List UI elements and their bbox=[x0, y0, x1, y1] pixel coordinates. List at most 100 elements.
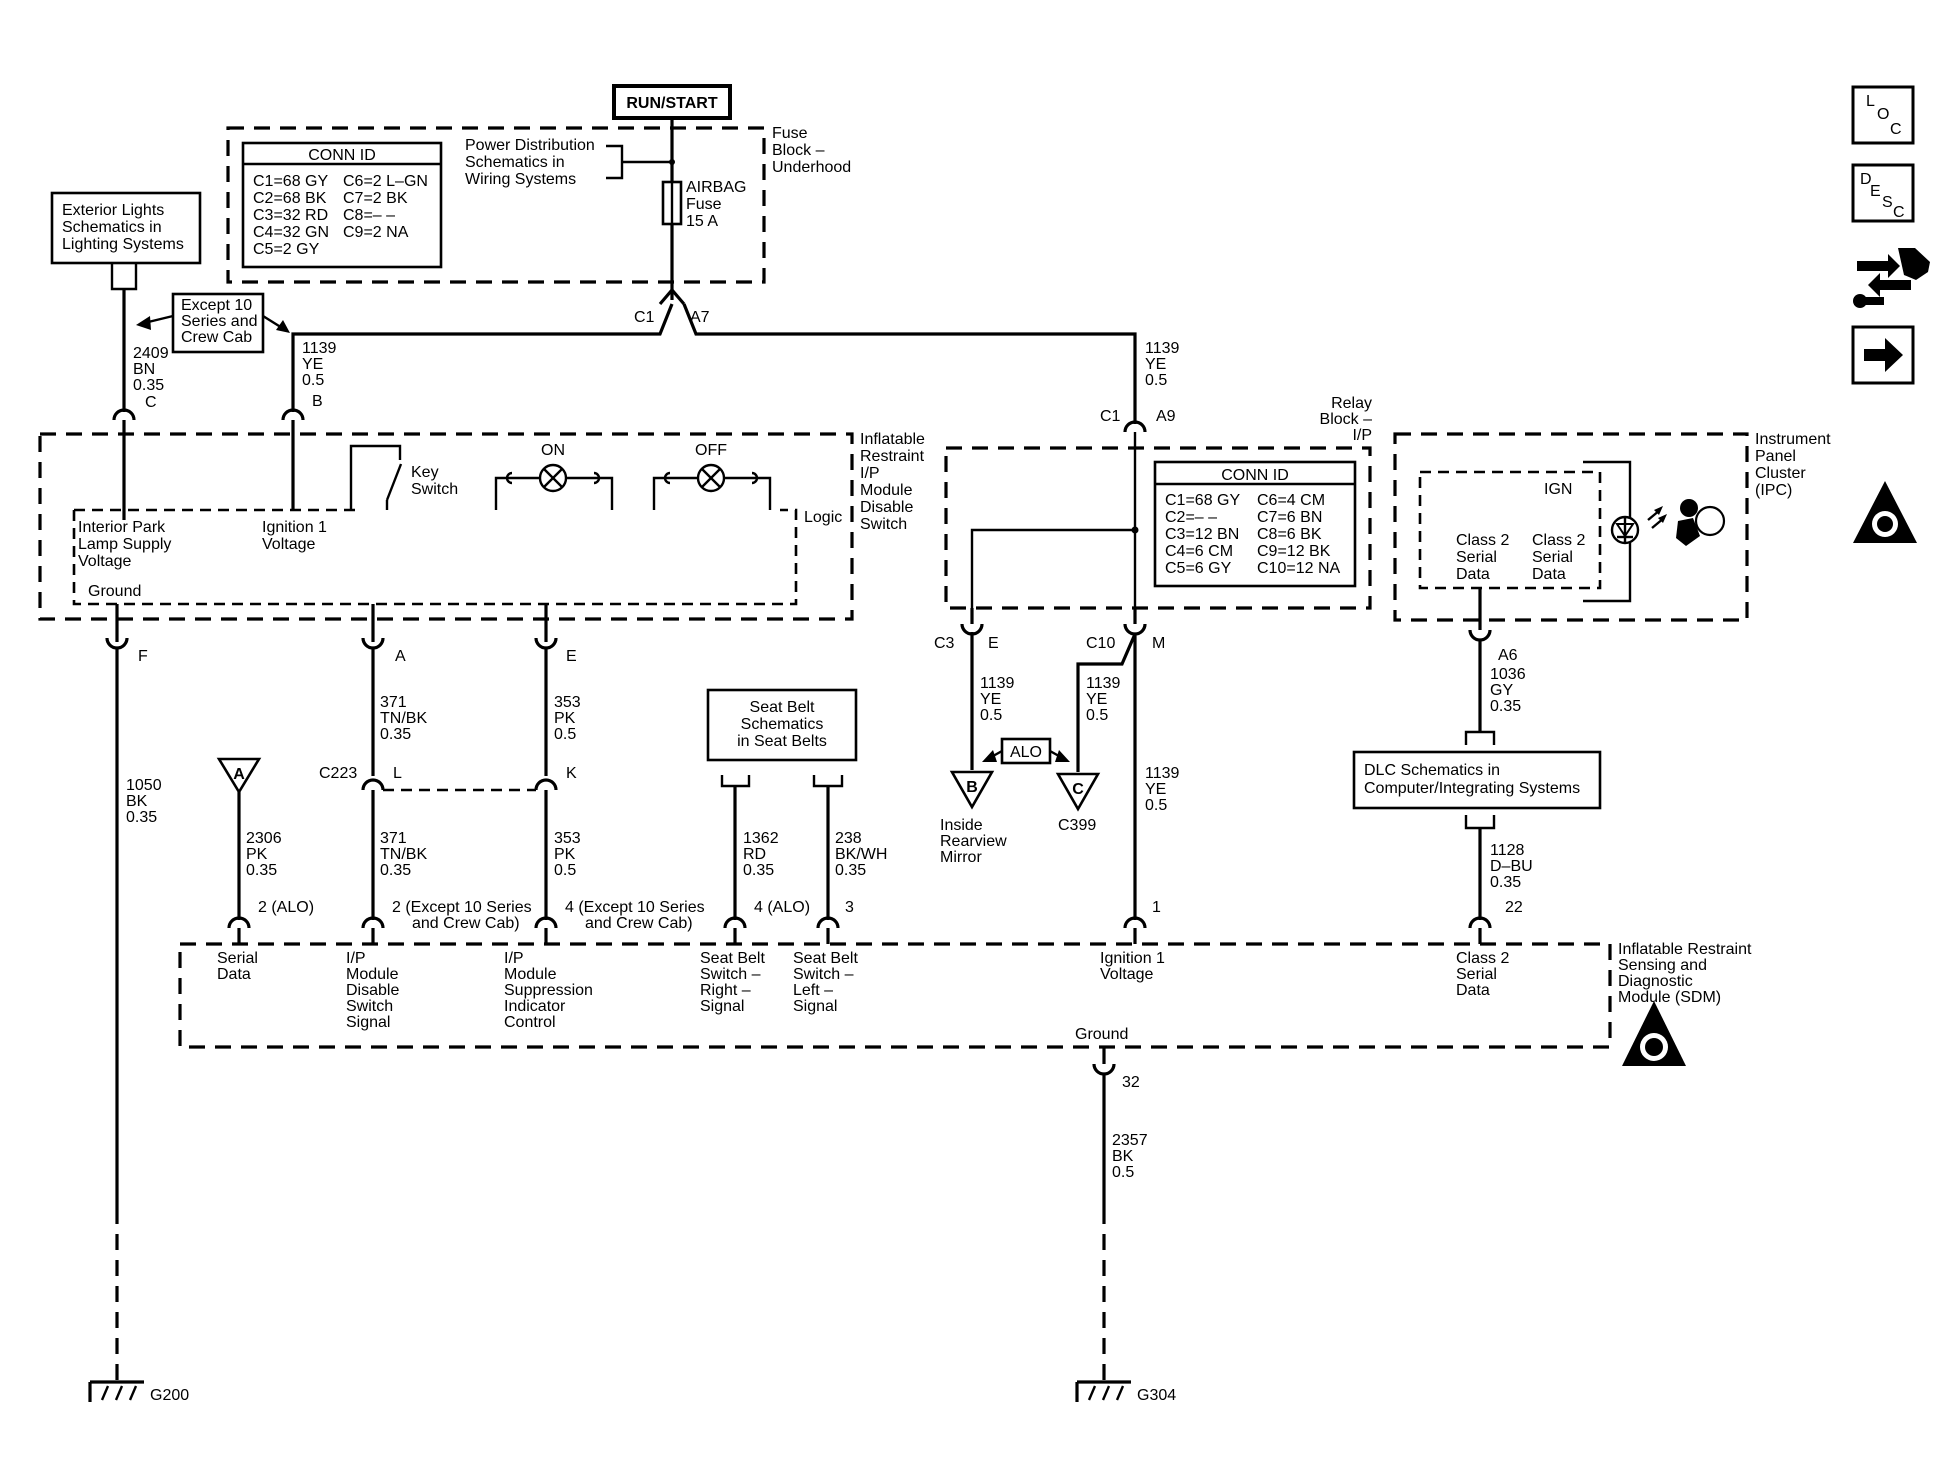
svg-text:PK: PK bbox=[554, 710, 576, 727]
loc-icon[interactable]: L O C bbox=[1851, 85, 1915, 145]
sdm-serial-data-label: Serial Data bbox=[217, 950, 258, 983]
airbag-warning-icon bbox=[1853, 481, 1917, 543]
svg-text:A: A bbox=[233, 766, 245, 783]
svg-text:Exterior Lights: Exterior Lights bbox=[62, 202, 164, 219]
wire-2357-label: 2357 BK 0.5 bbox=[1112, 1132, 1148, 1181]
svg-text:2 (Except 10 Series: 2 (Except 10 Series bbox=[392, 899, 532, 916]
svg-text:Voltage: Voltage bbox=[1100, 966, 1153, 983]
svg-text:1362: 1362 bbox=[743, 830, 779, 847]
wire-371-upper-label: 371 TN/BK 0.35 bbox=[380, 694, 427, 743]
svg-text:I/P: I/P bbox=[860, 465, 880, 482]
relay-block-conn-id-table: CONN ID C1=68 GY C6=4 CM C2=– – C7=6 BN … bbox=[1153, 460, 1357, 588]
offpage-connector-c[interactable]: C bbox=[1055, 772, 1101, 812]
svg-text:0.5: 0.5 bbox=[554, 862, 576, 879]
svg-text:Rearview: Rearview bbox=[940, 833, 1007, 850]
svg-text:1: 1 bbox=[1152, 899, 1161, 916]
g304-label: G304 bbox=[1137, 1387, 1176, 1404]
wire-2409-label: 2409 BN 0.35 bbox=[133, 345, 169, 394]
c399-label: C399 bbox=[1058, 817, 1096, 834]
svg-text:4 (ALO): 4 (ALO) bbox=[754, 899, 810, 916]
wire-1139-left-label: 1139 YE 0.5 bbox=[302, 340, 337, 389]
svg-text:353: 353 bbox=[554, 830, 581, 847]
wire-1128-label: 1128 D–BU 0.35 bbox=[1490, 842, 1533, 891]
svg-text:Data: Data bbox=[1532, 566, 1566, 583]
svg-text:Instrument: Instrument bbox=[1755, 431, 1831, 448]
svg-text:Fuse: Fuse bbox=[686, 196, 722, 213]
svg-text:1139: 1139 bbox=[1145, 340, 1180, 357]
run-start-label: RUN/START bbox=[612, 84, 732, 120]
svg-text:0.5: 0.5 bbox=[1145, 797, 1167, 814]
connector-c223-l bbox=[361, 778, 385, 791]
svg-text:Switch: Switch bbox=[860, 516, 907, 533]
ipds-pin-f: F bbox=[105, 637, 148, 665]
svg-text:Voltage: Voltage bbox=[262, 536, 315, 553]
dlc-ref[interactable]: DLC Schematics in Computer/Integrating S… bbox=[1352, 750, 1602, 810]
svg-text:Class 2: Class 2 bbox=[1456, 950, 1509, 967]
offpage-connector-b[interactable]: B bbox=[949, 770, 995, 810]
power-distribution-ref[interactable]: Power Distribution Schematics in Wiring … bbox=[465, 137, 672, 188]
ipds-pin-a: A bbox=[361, 637, 406, 665]
svg-text:L: L bbox=[393, 765, 402, 782]
c223-label: C223 bbox=[319, 765, 357, 782]
svg-text:E: E bbox=[988, 635, 999, 652]
offpage-connector-a[interactable]: A bbox=[216, 757, 262, 795]
svg-text:Signal: Signal bbox=[793, 998, 837, 1015]
wire-371-lower-label: 371 TN/BK 0.35 bbox=[380, 830, 427, 879]
connector-test-icon[interactable] bbox=[1853, 248, 1930, 308]
svg-text:C1=68 GY: C1=68 GY bbox=[1165, 492, 1240, 509]
svg-text:Fuse: Fuse bbox=[772, 125, 808, 142]
svg-text:D: D bbox=[1860, 171, 1872, 188]
sdm-pin-32 bbox=[1092, 1063, 1116, 1076]
svg-text:I/P: I/P bbox=[346, 950, 366, 967]
svg-text:I/P: I/P bbox=[504, 950, 524, 967]
connector-c223-k bbox=[534, 778, 558, 791]
svg-text:C: C bbox=[1893, 204, 1905, 221]
svg-text:1128: 1128 bbox=[1490, 842, 1525, 859]
on-label: ON bbox=[541, 442, 565, 459]
seat-belt-ref[interactable]: Seat Belt Schematics in Seat Belts bbox=[706, 688, 858, 762]
svg-text:0.35: 0.35 bbox=[380, 726, 411, 743]
svg-text:Serial: Serial bbox=[1456, 549, 1497, 566]
svg-text:B: B bbox=[312, 393, 323, 410]
svg-text:TN/BK: TN/BK bbox=[380, 710, 427, 727]
except-10-series-note: Except 10 Series and Crew Cab bbox=[171, 292, 265, 354]
svg-text:Block –: Block – bbox=[1320, 411, 1373, 428]
svg-text:BK: BK bbox=[1112, 1148, 1134, 1165]
svg-text:Inflatable Restraint: Inflatable Restraint bbox=[1618, 941, 1752, 958]
off-indicator-lamp-icon bbox=[652, 463, 772, 510]
logic-label: Logic bbox=[804, 509, 842, 526]
svg-text:A6: A6 bbox=[1498, 647, 1518, 664]
exterior-lights-ref[interactable]: Exterior Lights Schematics in Lighting S… bbox=[50, 191, 202, 265]
svg-text:C7=6 BN: C7=6 BN bbox=[1257, 509, 1322, 526]
svg-text:C4=6 CM: C4=6 CM bbox=[1165, 543, 1233, 560]
svg-text:0.35: 0.35 bbox=[126, 809, 157, 826]
next-page-icon[interactable] bbox=[1851, 325, 1915, 385]
svg-text:M: M bbox=[1152, 635, 1165, 652]
sdm-ignition-label: Ignition 1 Voltage bbox=[1100, 950, 1165, 983]
svg-text:F: F bbox=[138, 648, 148, 665]
svg-text:Disable: Disable bbox=[346, 982, 399, 999]
svg-text:15 A: 15 A bbox=[686, 213, 718, 230]
alo-option-note: ALO bbox=[982, 737, 1070, 765]
connector-b bbox=[281, 408, 305, 421]
ipc-class2-b-label: Class 2 Serial Data bbox=[1532, 532, 1585, 583]
ipds-pin-e: E bbox=[534, 637, 577, 665]
svg-text:0.5: 0.5 bbox=[1112, 1164, 1134, 1181]
key-switch-label: Key Switch bbox=[411, 464, 458, 498]
svg-text:0.35: 0.35 bbox=[743, 862, 774, 879]
svg-text:Data: Data bbox=[217, 966, 251, 983]
svg-text:0.5: 0.5 bbox=[1086, 707, 1108, 724]
svg-text:C2=68 BK: C2=68 BK bbox=[253, 190, 327, 207]
svg-text:and Crew Cab): and Crew Cab) bbox=[412, 915, 520, 932]
svg-text:22: 22 bbox=[1505, 899, 1523, 916]
svg-text:371: 371 bbox=[380, 694, 407, 711]
svg-text:Mirror: Mirror bbox=[940, 849, 982, 866]
svg-text:Computer/Integrating Systems: Computer/Integrating Systems bbox=[1364, 780, 1580, 797]
svg-text:C10: C10 bbox=[1086, 635, 1115, 652]
svg-text:0.5: 0.5 bbox=[1145, 372, 1167, 389]
svg-text:371: 371 bbox=[380, 830, 407, 847]
sdm-suppression-indicator-label: I/P Module Suppression Indicator Control bbox=[504, 950, 593, 1031]
ipds-title: Inflatable Restraint I/P Module Disable … bbox=[860, 431, 925, 533]
svg-text:ALO: ALO bbox=[1010, 744, 1042, 761]
desc-icon[interactable]: D E S C bbox=[1851, 163, 1915, 223]
